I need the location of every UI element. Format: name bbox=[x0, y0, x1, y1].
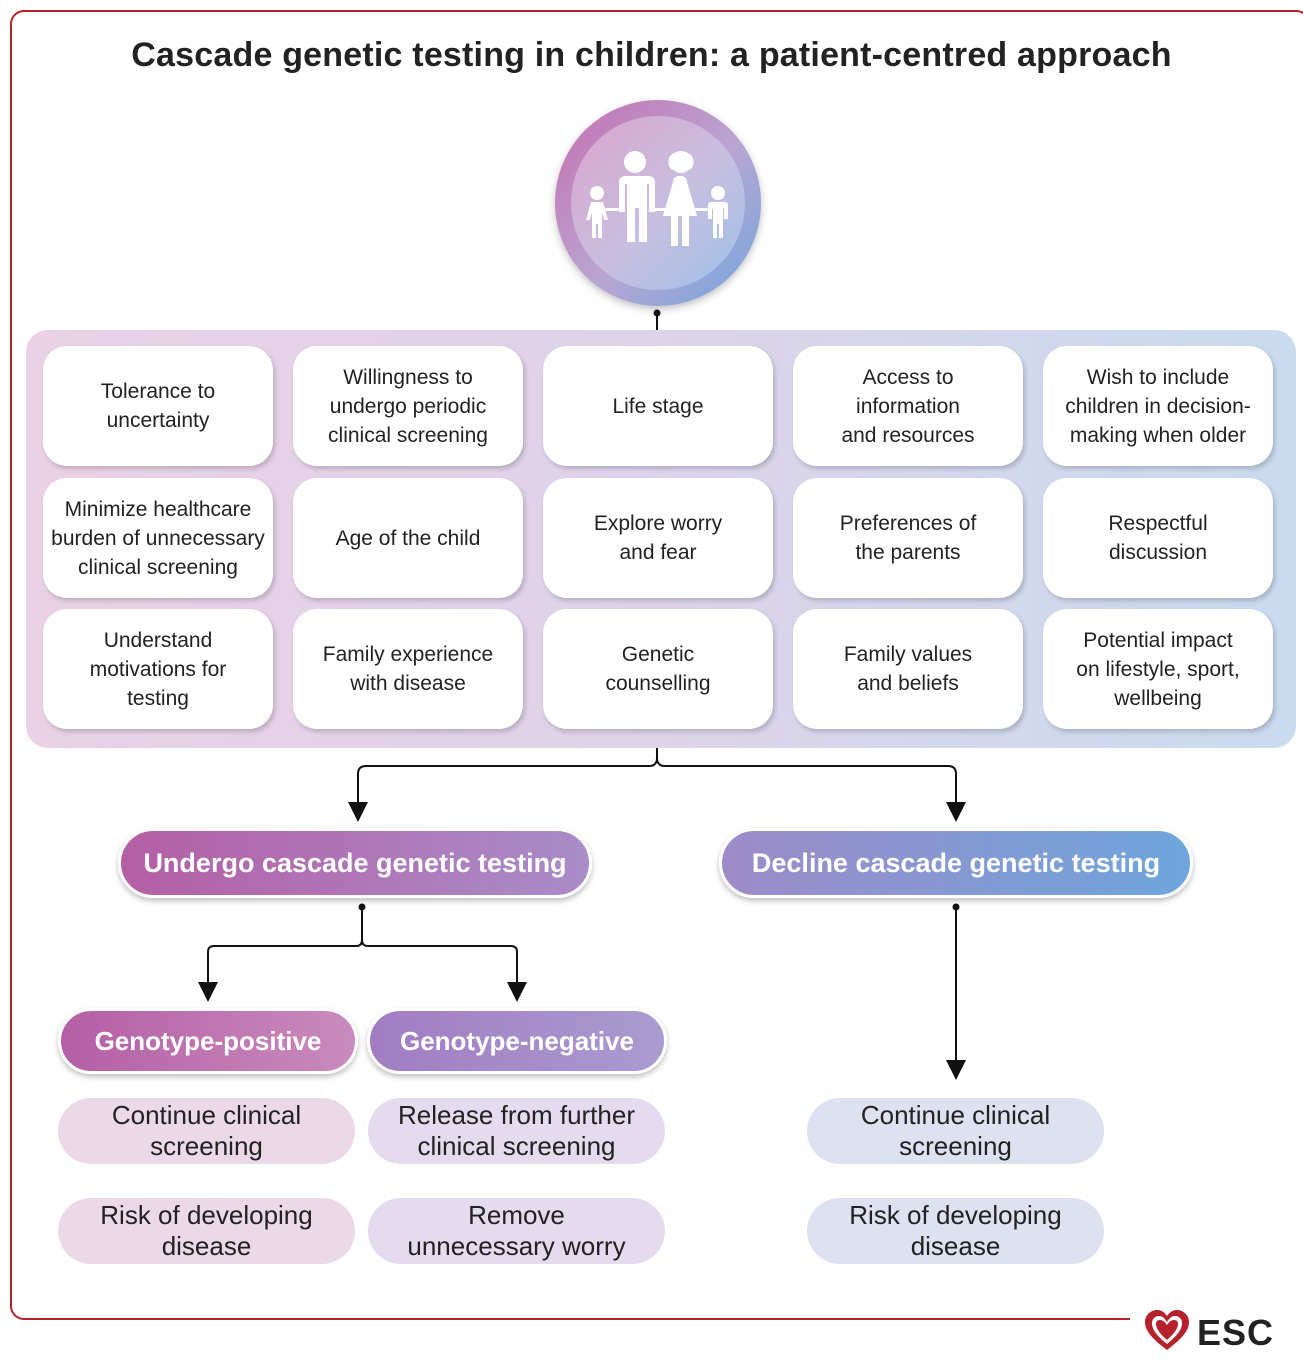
factor-card: Minimize healthcare burden of unnecessar… bbox=[43, 478, 273, 598]
genotype-positive-pill: Genotype-positive bbox=[58, 1008, 358, 1074]
factor-card: Tolerance to uncertainty bbox=[43, 346, 273, 466]
factor-card: Access to information and resources bbox=[793, 346, 1023, 466]
factor-card: Explore worry and fear bbox=[543, 478, 773, 598]
figure-title: Cascade genetic testing in children: a p… bbox=[131, 36, 1172, 74]
family-icon bbox=[586, 151, 728, 246]
factor-card: Life stage bbox=[543, 346, 773, 466]
factor-card: Genetic counselling bbox=[543, 609, 773, 729]
outcome-item: Risk of developing disease bbox=[58, 1198, 355, 1264]
outcome-item: Remove unnecessary worry bbox=[368, 1198, 665, 1264]
factor-card: Understand motivations for testing bbox=[43, 609, 273, 729]
factor-card: Preferences of the parents bbox=[793, 478, 1023, 598]
decline-testing-pill: Decline cascade genetic testing bbox=[719, 828, 1193, 898]
outcome-item: Continue clinical screening bbox=[807, 1098, 1104, 1164]
undergo-testing-pill: Undergo cascade genetic testing bbox=[118, 828, 592, 898]
figure-frame bbox=[10, 10, 1303, 1320]
outcome-item: Release from further clinical screening bbox=[368, 1098, 665, 1164]
factor-card: Family values and beliefs bbox=[793, 609, 1023, 729]
factor-card: Respectful discussion bbox=[1043, 478, 1273, 598]
family-circle bbox=[555, 100, 761, 306]
outcome-item: Continue clinical screening bbox=[58, 1098, 355, 1164]
esc-logo-text: ESC bbox=[1197, 1312, 1275, 1353]
factor-card: Potential impact on lifestyle, sport, we… bbox=[1043, 609, 1273, 729]
factor-card: Wish to include children in decision- ma… bbox=[1043, 346, 1273, 466]
factor-card: Age of the child bbox=[293, 478, 523, 598]
factor-card: Family experience with disease bbox=[293, 609, 523, 729]
outcome-item: Risk of developing disease bbox=[807, 1198, 1104, 1264]
esc-logo bbox=[1145, 1310, 1189, 1350]
factor-card: Willingness to undergo periodic clinical… bbox=[293, 346, 523, 466]
genotype-negative-pill: Genotype-negative bbox=[367, 1008, 667, 1074]
